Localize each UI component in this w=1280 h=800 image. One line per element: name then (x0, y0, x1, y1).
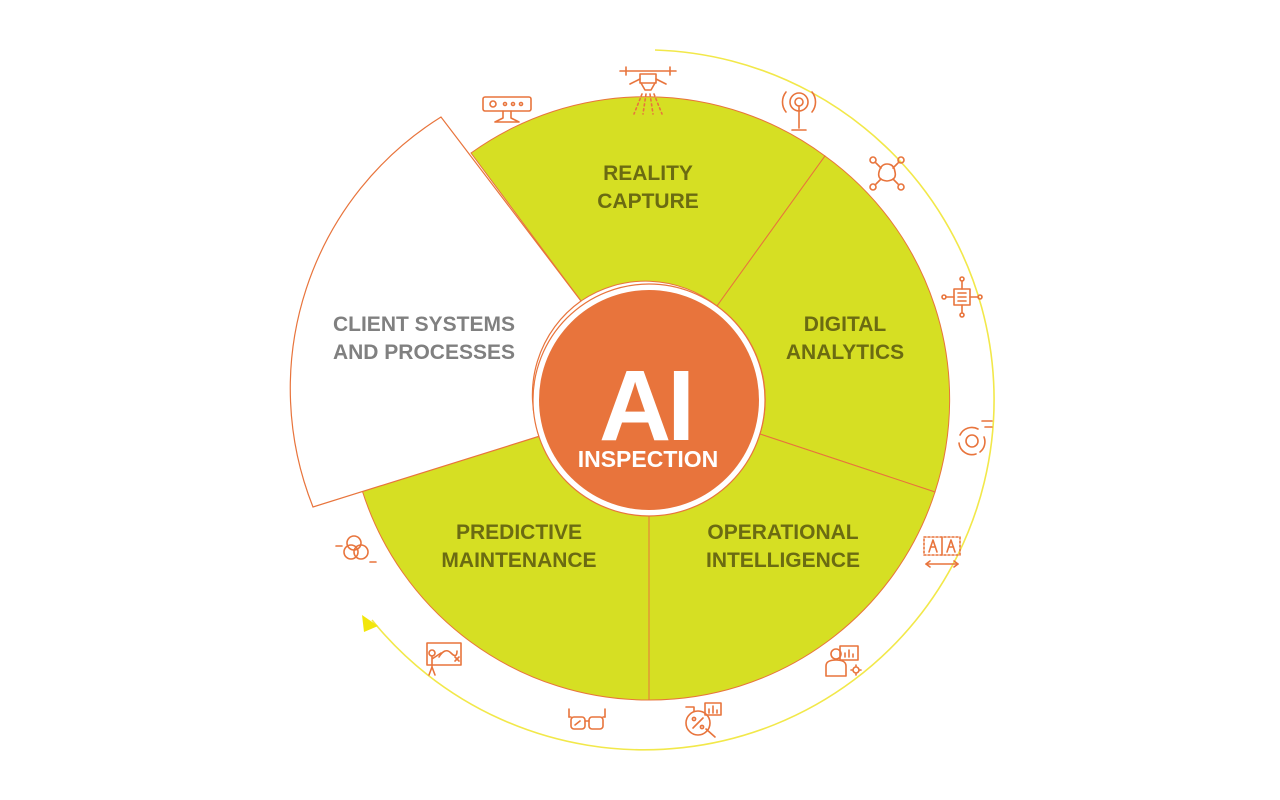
center-badge (539, 290, 759, 510)
antenna-icon (781, 91, 817, 131)
smart-glasses-icon (568, 708, 606, 730)
reality-capture-label-line1: REALITY (603, 162, 693, 185)
cycle-icon (958, 420, 993, 456)
cycle-arrowhead (362, 615, 378, 632)
network-nodes-icon (869, 156, 905, 191)
venn-icon (335, 535, 377, 563)
center-inspection-text: INSPECTION (578, 446, 719, 472)
reality-capture-label-line2: CAPTURE (597, 190, 699, 213)
segment-reality-capture (470, 96, 826, 307)
drone-icon (619, 66, 677, 115)
digital-analytics-label-line1: DIGITAL (804, 313, 887, 336)
percent-analytics-icon (685, 702, 722, 738)
predictive-maintenance-label-line1: PREDICTIVE (456, 521, 582, 544)
engineer-dashboard-icon (825, 645, 862, 677)
rfid-scanner-icon (482, 96, 532, 123)
chip-icon (941, 276, 983, 318)
client-systems-label-line1: CLIENT SYSTEMS (333, 313, 515, 336)
text-measure-icon (923, 536, 961, 568)
operational-intelligence-label-line2: INTELLIGENCE (706, 549, 860, 572)
operational-intelligence-label-line1: OPERATIONAL (707, 521, 858, 544)
predictive-maintenance-label-line2: MAINTENANCE (441, 549, 596, 572)
presentation-icon (426, 642, 462, 676)
segment-client-systems (289, 116, 582, 508)
center-ai-text: AI (599, 350, 691, 462)
client-systems-label-line2: AND PROCESSES (333, 341, 515, 364)
digital-analytics-label-line2: ANALYTICS (786, 341, 904, 364)
